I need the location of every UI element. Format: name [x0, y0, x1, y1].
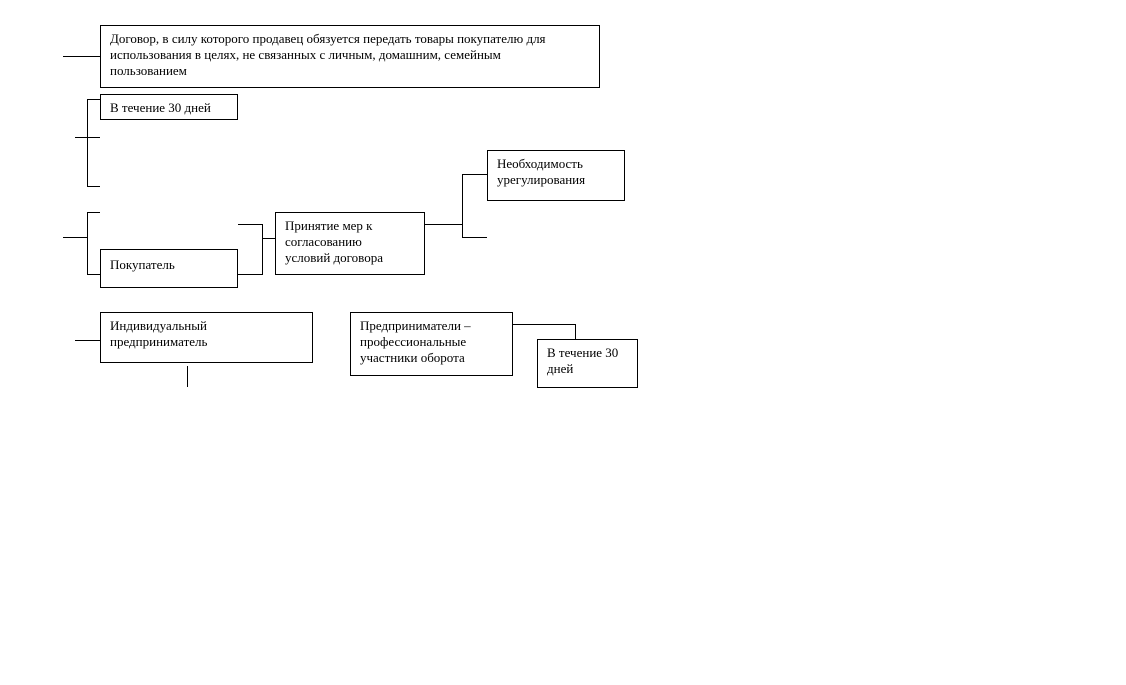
bracket-upper [87, 99, 100, 187]
connector-elbow [512, 324, 576, 339]
within-30-days-box: В течение 30 дней [100, 94, 238, 120]
bracket-right [462, 174, 487, 238]
bracket-to-measures [238, 224, 263, 275]
buyer-box: Покупатель [100, 249, 238, 288]
within-30-days-bottom-box: В течение 30 дней [537, 339, 638, 388]
taking-measures-box: Принятие мер к согласованию условий дого… [275, 212, 425, 275]
need-settlement-box: Необходимость урегулирования [487, 150, 625, 201]
entrepreneurs-professional-box: Предприниматели – профессиональные участ… [350, 312, 513, 376]
contract-definition-box: Договор, в силу которого продавец обязуе… [100, 25, 600, 88]
bracket-middle [87, 212, 100, 275]
individual-entrepreneur-box: Индивидуальный предприниматель [100, 312, 313, 363]
